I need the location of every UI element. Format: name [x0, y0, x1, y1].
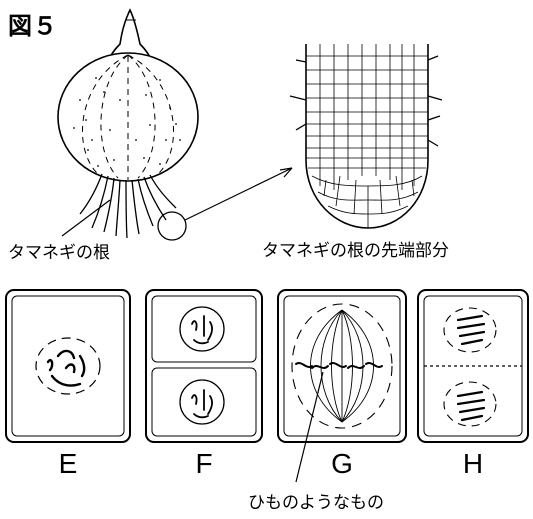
onion-bulb: [58, 10, 198, 181]
root-tip-label: タマネギの根の先端部分: [262, 236, 449, 261]
panel-e: [6, 290, 130, 442]
onion-roots: [80, 174, 176, 238]
onion-root-label: タマネギの根: [8, 238, 110, 263]
string-pointer: [296, 372, 323, 482]
panel-f: [146, 290, 262, 442]
panel-label-g: G: [322, 448, 362, 480]
string-like-label: ひものようなもの: [248, 488, 384, 513]
panel-label-f: F: [184, 448, 224, 480]
panel-label-e: E: [48, 448, 88, 480]
panel-h: [418, 290, 528, 442]
root-tip-circle: [158, 212, 186, 240]
zoom-arrow: [185, 168, 292, 220]
panel-label-h: H: [453, 448, 493, 480]
root-tip-enlarged: [290, 44, 442, 228]
